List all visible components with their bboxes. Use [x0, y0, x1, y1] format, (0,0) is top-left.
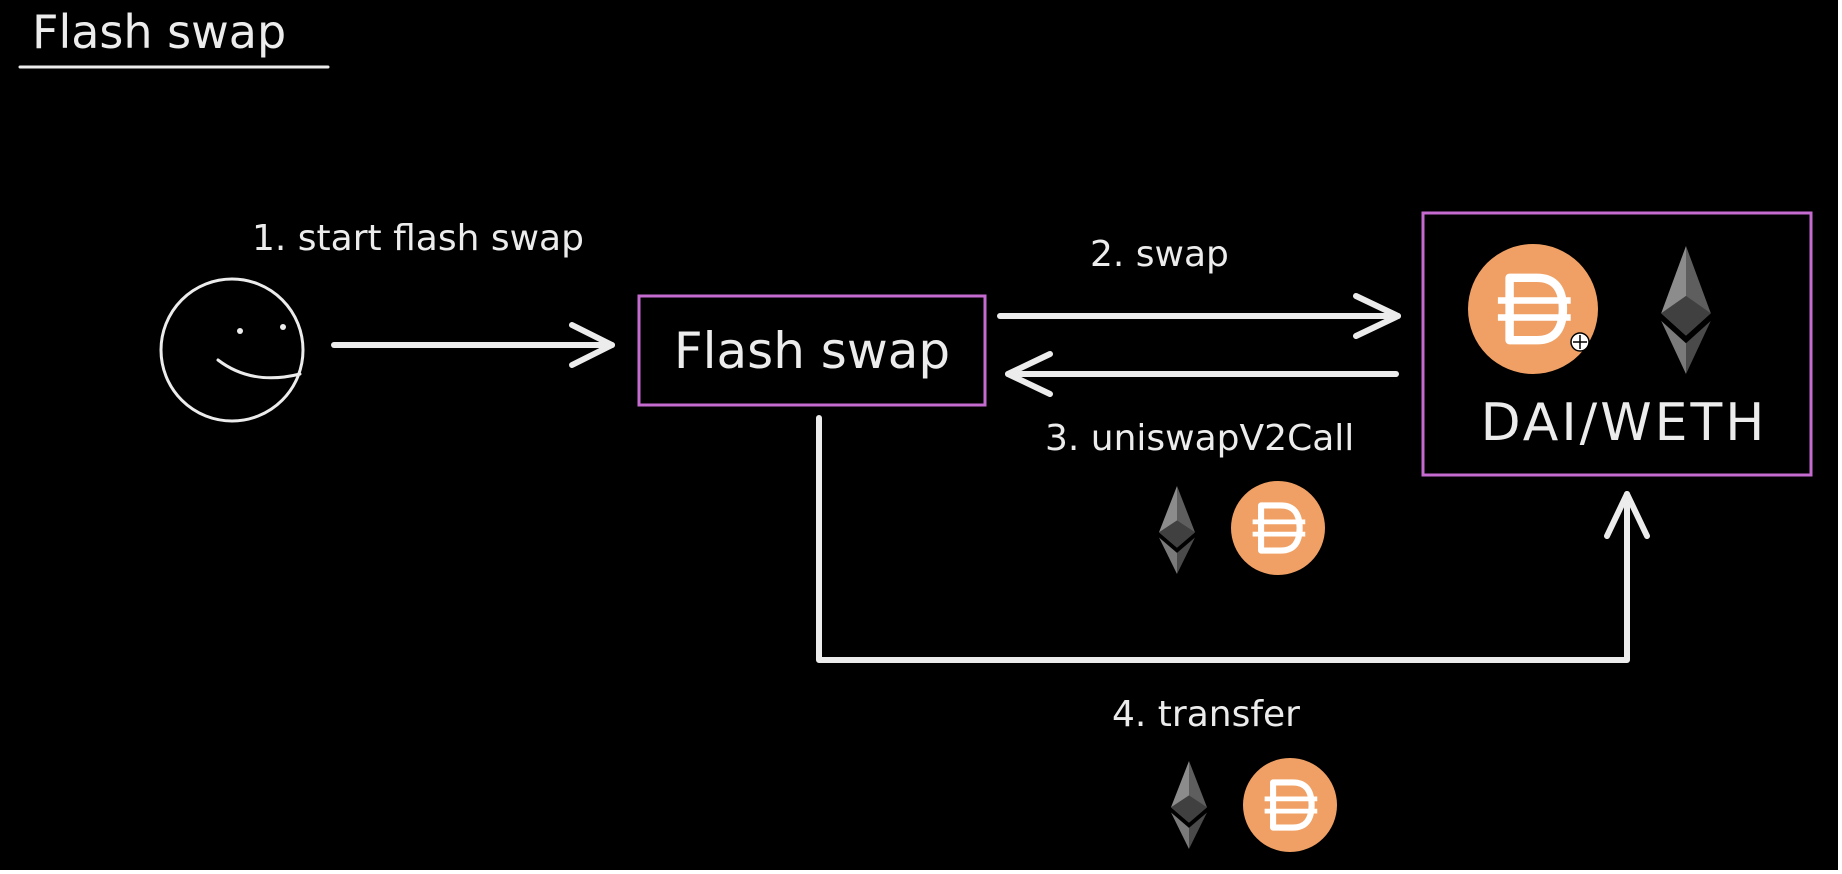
step-4-label: 4. transfer	[1112, 694, 1300, 735]
dai-weth-pair-box	[1421, 211, 1813, 477]
step-1-label: 1. start flash swap	[252, 218, 584, 259]
arrow-user-to-contract	[331, 322, 615, 368]
arrow-contract-to-pair-transfer	[816, 415, 1650, 663]
arrow-contract-to-pair	[997, 293, 1401, 339]
flash-swap-contract-label: Flash swap	[674, 322, 950, 380]
step-2-label: 2. swap	[1090, 234, 1229, 275]
dai-icon	[1468, 244, 1598, 374]
move-cursor-icon	[1570, 332, 1590, 352]
dai-icon	[1231, 481, 1325, 575]
arrow-pair-to-contract	[1005, 351, 1399, 397]
smiley-face-icon	[159, 277, 305, 423]
diagram-title: Flash swap	[32, 5, 286, 59]
right-edge	[1838, 0, 1842, 874]
dai-weth-pair-label: DAI/WETH	[1481, 393, 1768, 453]
step-3-label: 3. uniswapV2Call	[1045, 418, 1354, 459]
bottom-edge	[0, 870, 1842, 874]
dai-icon	[1243, 758, 1337, 852]
flash-swap-contract-box	[637, 294, 987, 407]
